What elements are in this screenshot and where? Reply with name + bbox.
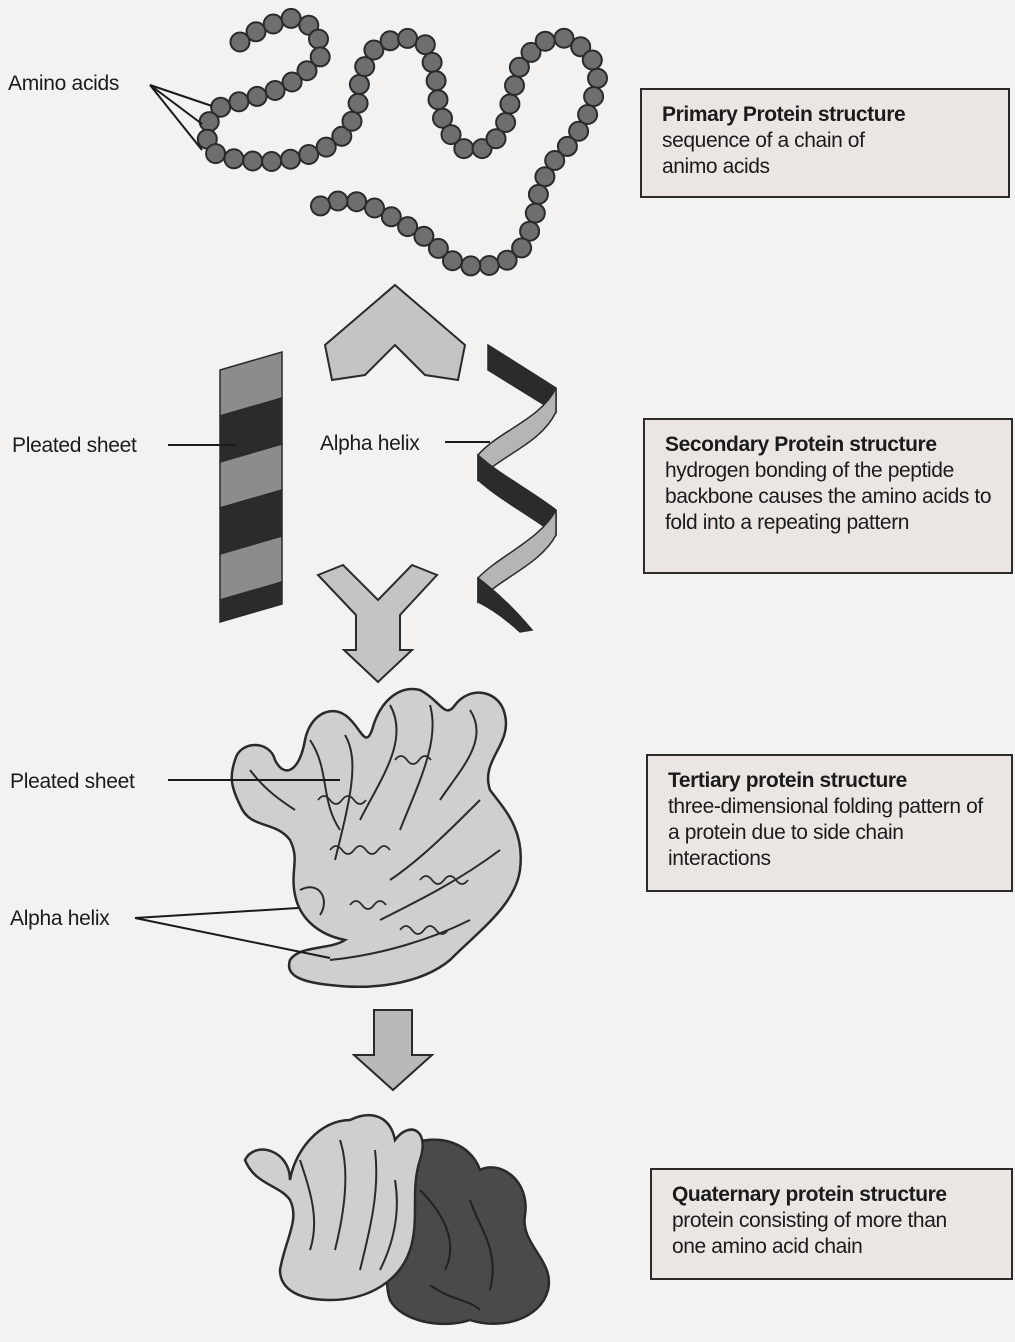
amino-acid-bead — [584, 87, 603, 106]
amino-acid-bead — [224, 149, 243, 168]
amino-acid-bead — [529, 185, 548, 204]
amino-acid-bead — [247, 22, 266, 41]
down-arrow — [354, 1010, 432, 1090]
amino-acid-bead — [283, 73, 302, 92]
amino-acid-bead — [398, 29, 417, 48]
primary-structure-desc: sequence of a chain of animo acids — [662, 128, 922, 180]
amino-acid-bead — [496, 113, 515, 132]
amino-acid-bead — [498, 251, 517, 270]
amino-acid-bead — [347, 192, 366, 211]
amino-acid-bead — [299, 145, 318, 164]
amino-acid-bead — [350, 75, 369, 94]
amino-acid-bead — [311, 196, 330, 215]
amino-acid-bead — [427, 71, 446, 90]
pleated-sheet-shape — [220, 352, 282, 622]
amino-acid-bead — [365, 199, 384, 218]
amino-acid-bead — [206, 144, 225, 163]
pleated-sheet-label-2: Pleated sheet — [10, 770, 135, 794]
quaternary-structure-box: Quaternary protein structure protein con… — [650, 1168, 1013, 1280]
amino-acid-bead — [536, 32, 555, 51]
amino-acid-bead — [229, 92, 248, 111]
amino-acid-bead — [500, 95, 519, 114]
amino-acid-bead — [480, 256, 499, 275]
amino-acid-bead — [282, 9, 301, 28]
primary-structure-box: Primary Protein structure sequence of a … — [640, 88, 1010, 198]
amino-acid-bead — [454, 139, 473, 158]
amino-acid-bead — [583, 51, 602, 70]
pleated-sheet-label-1: Pleated sheet — [12, 434, 137, 458]
quaternary-structure-title: Quaternary protein structure — [672, 1182, 999, 1208]
amino-acid-bead — [264, 15, 283, 34]
amino-acids-label: Amino acids — [8, 72, 119, 96]
amino-acid-bead — [309, 30, 328, 49]
alpha-helix-label-2: Alpha helix — [10, 907, 109, 931]
quaternary-structure-shape — [245, 1115, 549, 1324]
amino-acid-bead — [262, 152, 281, 171]
alpha-helix-pointer-2 — [135, 908, 330, 958]
amino-acid-bead — [200, 112, 219, 131]
amino-acid-bead — [328, 192, 347, 211]
amino-acid-chain — [198, 9, 607, 276]
quaternary-structure-desc: protein consisting of more than one amin… — [672, 1208, 962, 1260]
amino-acid-bead — [281, 150, 300, 169]
amino-acid-bead — [248, 87, 267, 106]
amino-acid-bead — [343, 112, 362, 131]
amino-acid-bead — [349, 94, 368, 113]
amino-acid-bead — [461, 256, 480, 275]
split-arrow — [325, 285, 465, 380]
amino-acid-bead — [526, 204, 545, 223]
secondary-structure-box: Secondary Protein structure hydrogen bon… — [643, 418, 1013, 574]
amino-acid-bead — [423, 53, 442, 72]
amino-acid-bead — [381, 31, 400, 50]
amino-acid-bead — [588, 69, 607, 88]
secondary-structure-desc: hydrogen bonding of the peptide backbone… — [665, 458, 1005, 536]
primary-structure-title: Primary Protein structure — [662, 102, 996, 128]
amino-acid-bead — [266, 81, 285, 100]
secondary-structure-title: Secondary Protein structure — [665, 432, 1005, 458]
alpha-helix-label-1: Alpha helix — [320, 432, 419, 456]
tertiary-structure-title: Tertiary protein structure — [668, 768, 999, 794]
amino-acid-bead — [243, 152, 262, 171]
tertiary-structure-box: Tertiary protein structure three-dimensi… — [646, 754, 1013, 892]
amino-acid-bead — [429, 90, 448, 109]
amino-acid-bead — [505, 76, 524, 95]
tertiary-structure-desc: three-dimensional folding pattern of a p… — [668, 794, 999, 872]
tertiary-structure-shape — [232, 689, 521, 987]
merge-arrow — [318, 565, 437, 682]
amino-acid-bead — [535, 167, 554, 186]
alpha-helix-shape — [478, 345, 556, 632]
amino-acid-bead — [416, 35, 435, 54]
